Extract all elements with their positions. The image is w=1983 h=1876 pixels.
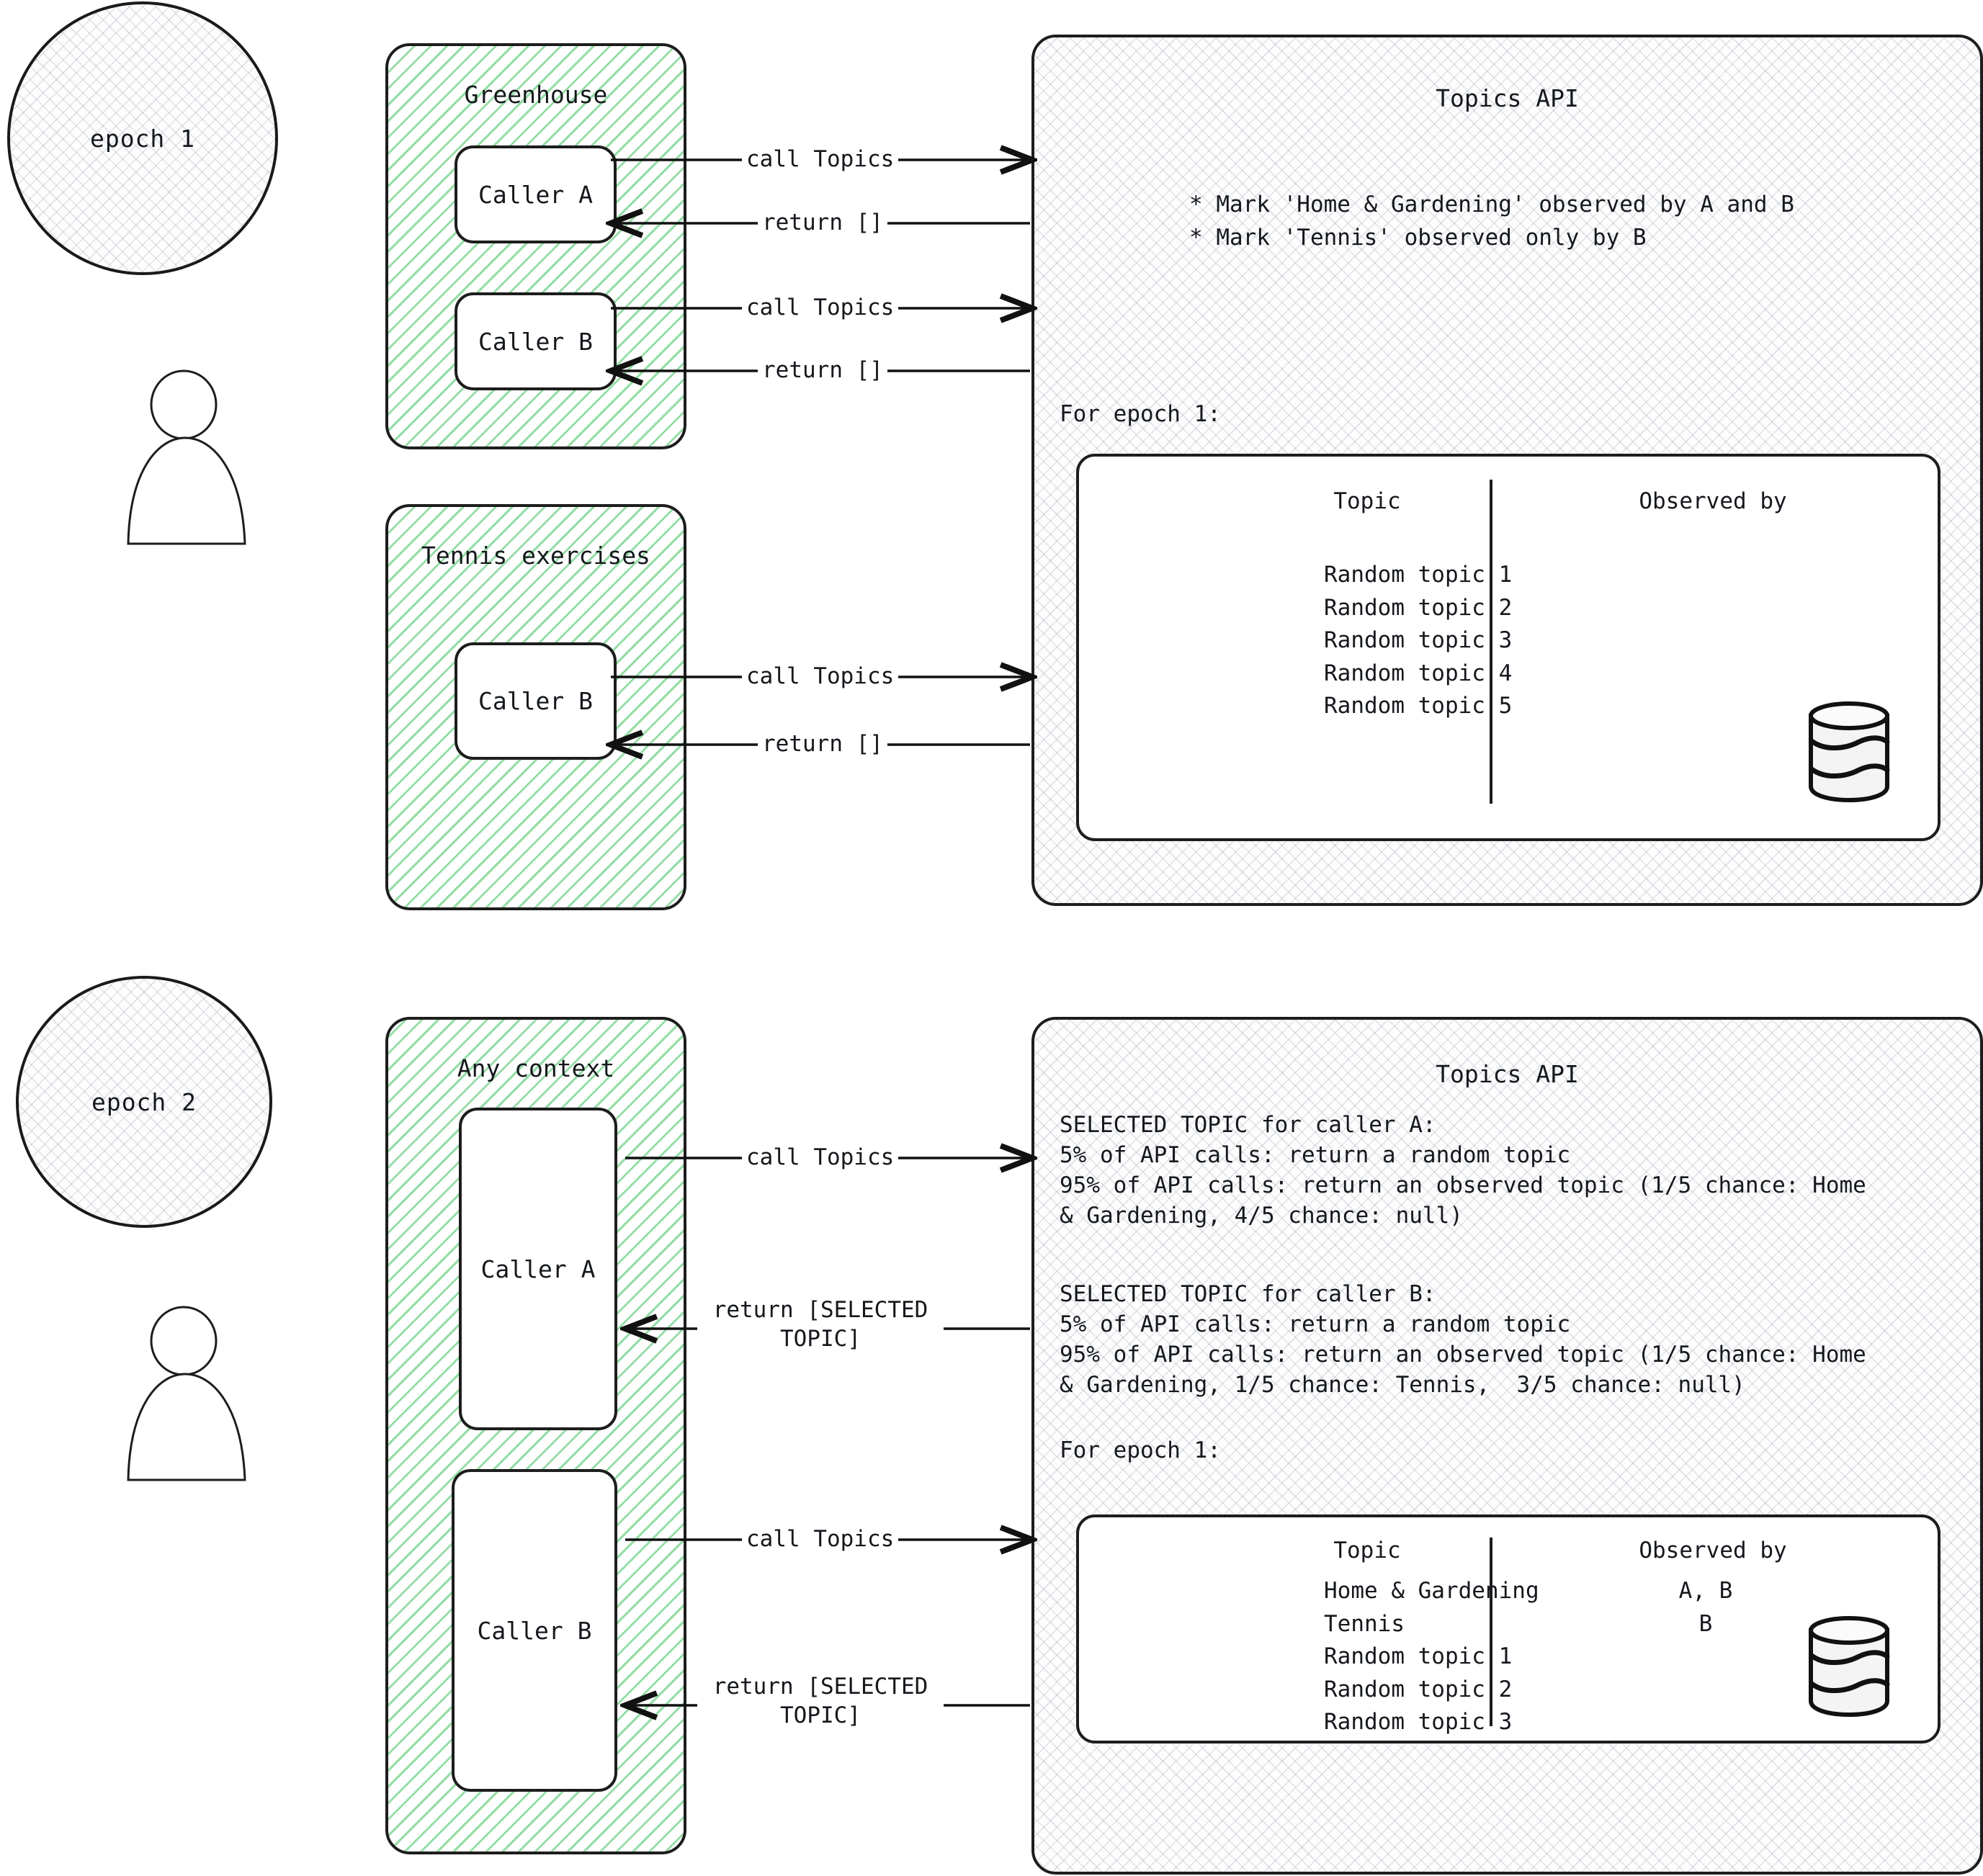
database-cylinder-icon bbox=[1809, 701, 1890, 802]
arrow-label-return-any-b: return [SELECTED TOPIC] bbox=[697, 1673, 944, 1731]
epoch-2-label: epoch 2 bbox=[91, 1087, 197, 1116]
caller-box-tennis-b[interactable]: Caller B bbox=[455, 642, 617, 760]
epoch-1-circle: epoch 1 bbox=[7, 1, 278, 275]
caller-box-greenhouse-a[interactable]: Caller A bbox=[455, 145, 617, 243]
table-topic-cells-2: Home & Gardening Tennis Random topic 1 R… bbox=[1324, 1578, 1539, 1736]
epoch-1-label: epoch 1 bbox=[89, 124, 196, 153]
arrow-label-call-topics-gh-a: call Topics bbox=[742, 145, 899, 174]
topics-api-caller-a-rules: SELECTED TOPIC for caller A: 5% of API c… bbox=[1060, 1112, 1866, 1229]
topics-api-bullets-2: * Mark 'Tennis' observed only by B bbox=[1189, 225, 1647, 251]
topics-table-epoch-1: Topic Observed by Random topic 1 Random … bbox=[1076, 454, 1941, 841]
table-column-header-observed-by: Observed by bbox=[1639, 488, 1787, 514]
context-tennis-exercises-title: Tennis exercises bbox=[421, 542, 650, 570]
topics-api-table-caption: For epoch 1: bbox=[1060, 401, 1221, 427]
database-cylinder-icon bbox=[1809, 1616, 1890, 1717]
table-column-header-topic: Topic bbox=[1333, 488, 1401, 514]
caller-label: Caller B bbox=[477, 1616, 592, 1645]
caller-box-greenhouse-b[interactable]: Caller B bbox=[455, 292, 617, 390]
topics-api-panel-epoch-2: Topics API SELECTED TOPIC for caller A: … bbox=[1031, 1017, 1983, 1875]
user-actor-icon-epoch-2 bbox=[127, 1306, 246, 1481]
table-topic-cells: Random topic 1 Random topic 2 Random top… bbox=[1324, 562, 1513, 719]
arrow-label-return-tennis-b: return [] bbox=[758, 730, 887, 759]
context-any-context-title: Any context bbox=[457, 1054, 615, 1082]
table-observed-cells-2: A, B B bbox=[1678, 1578, 1733, 1637]
caller-label: Caller B bbox=[478, 687, 593, 715]
table-column-divider bbox=[1490, 480, 1492, 804]
arrow-label-call-topics-any-a: call Topics bbox=[742, 1144, 899, 1172]
arrow-label-call-topics-any-b: call Topics bbox=[742, 1525, 899, 1554]
context-greenhouse: Greenhouse bbox=[385, 43, 686, 449]
table-column-divider-2 bbox=[1490, 1538, 1492, 1726]
arrow-label-return-any-a: return [SELECTED TOPIC] bbox=[697, 1296, 944, 1354]
table-column-header-observed-by-2: Observed by bbox=[1639, 1538, 1787, 1563]
user-actor-icon-epoch-1 bbox=[127, 369, 246, 545]
topics-api-caller-b-rules: SELECTED TOPIC for caller B: 5% of API c… bbox=[1060, 1281, 1866, 1399]
arrow-label-call-topics-gh-b: call Topics bbox=[742, 294, 899, 323]
caller-box-any-b[interactable]: Caller B bbox=[452, 1469, 617, 1792]
arrow-label-call-topics-tennis-b: call Topics bbox=[742, 663, 899, 691]
caller-box-any-a[interactable]: Caller A bbox=[459, 1108, 617, 1430]
topics-api-title: Topics API bbox=[1436, 84, 1579, 112]
caller-label: Caller A bbox=[480, 1255, 596, 1283]
context-greenhouse-title: Greenhouse bbox=[464, 81, 608, 109]
topics-api-table-caption-2: For epoch 1: bbox=[1060, 1437, 1221, 1463]
topics-table-epoch-2: Topic Observed by Home & Gardening Tenni… bbox=[1076, 1514, 1941, 1743]
table-column-header-topic-2: Topic bbox=[1333, 1538, 1401, 1563]
arrow-label-return-gh-a: return [] bbox=[758, 209, 887, 238]
topics-api-bullets: * Mark 'Home & Gardening' observed by A … bbox=[1189, 192, 1794, 217]
topics-api-title-2: Topics API bbox=[1436, 1060, 1579, 1088]
caller-label: Caller B bbox=[478, 327, 593, 356]
caller-label: Caller A bbox=[478, 180, 593, 209]
epoch-2-circle: epoch 2 bbox=[16, 976, 272, 1228]
arrow-label-return-gh-b: return [] bbox=[758, 356, 887, 385]
